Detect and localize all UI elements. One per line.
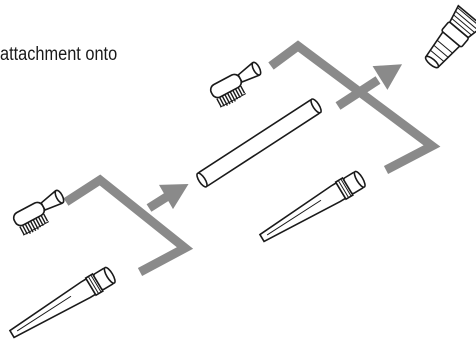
hose-end-icon xyxy=(424,4,476,69)
right-connector-lines xyxy=(268,40,441,174)
brush-nozzle-icon xyxy=(207,60,269,111)
brush-nozzle-icon xyxy=(10,188,72,239)
extension-tube-icon xyxy=(196,98,322,188)
left-connector-lines xyxy=(63,174,194,276)
crevice-tool-icon xyxy=(6,264,119,344)
crevice-tool-icon xyxy=(256,168,369,248)
instruction-caption: attachment onto xyxy=(0,44,118,65)
